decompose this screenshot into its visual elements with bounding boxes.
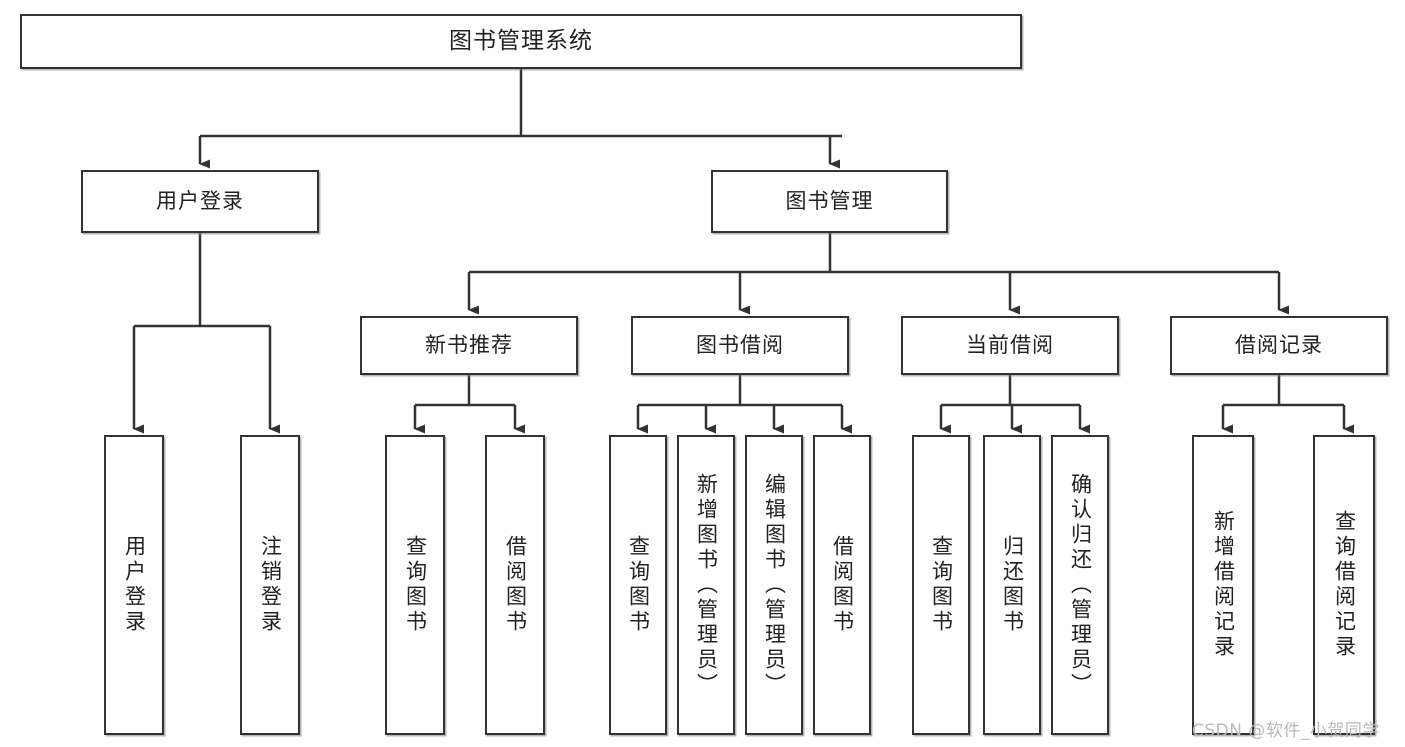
node-leaf-edit-book-admin[interactable]: 编辑图书（管理员）: [745, 435, 803, 735]
node-leaf-borrow-book-borrow-label: 借阅图书: [830, 535, 855, 635]
node-leaf-confirm-return-admin-label: 确认归还（管理员）: [1068, 472, 1093, 698]
node-borrow-record[interactable]: 借阅记录: [1170, 316, 1388, 375]
node-leaf-logout-label: 注销登录: [258, 535, 283, 635]
node-leaf-add-book-admin-label: 新增图书（管理员）: [694, 472, 719, 698]
node-leaf-logout[interactable]: 注销登录: [240, 435, 300, 735]
node-leaf-add-book-admin[interactable]: 新增图书（管理员）: [677, 435, 735, 735]
node-book-management-label: 图书管理: [785, 189, 874, 214]
node-user-login-label: 用户登录: [156, 189, 244, 214]
node-leaf-query-book-borrow-label: 查询图书: [626, 535, 651, 635]
node-leaf-return-book-label: 归还图书: [1000, 535, 1025, 635]
node-leaf-query-borrow-record-label: 查询借阅记录: [1332, 510, 1357, 660]
node-leaf-query-book-current-label: 查询图书: [929, 535, 954, 635]
node-leaf-query-book-recommend-label: 查询图书: [403, 535, 428, 635]
node-borrow-record-label: 借阅记录: [1235, 333, 1323, 358]
node-new-book-recommendation[interactable]: 新书推荐: [360, 316, 578, 375]
node-leaf-user-login-label: 用户登录: [122, 535, 147, 635]
node-leaf-add-borrow-record-label: 新增借阅记录: [1211, 510, 1236, 660]
edge-group-book-management: [467, 233, 1289, 315]
node-leaf-borrow-book-recommend-label: 借阅图书: [503, 535, 528, 635]
node-leaf-query-borrow-record[interactable]: 查询借阅记录: [1313, 435, 1375, 735]
edge-group-book-borrow: [636, 375, 852, 434]
node-book-borrow[interactable]: 图书借阅: [631, 316, 849, 375]
node-new-book-recommendation-label: 新书推荐: [425, 333, 513, 358]
node-user-login[interactable]: 用户登录: [81, 170, 319, 233]
node-current-borrow-label: 当前借阅: [966, 333, 1054, 358]
edge-group-current-borrow: [939, 375, 1090, 434]
edge-group-root: [198, 69, 842, 169]
edge-group-new-book: [413, 375, 525, 434]
node-leaf-borrow-book-borrow[interactable]: 借阅图书: [813, 435, 871, 735]
node-root[interactable]: 图书管理系统: [20, 14, 1022, 69]
node-leaf-return-book[interactable]: 归还图书: [983, 435, 1041, 735]
node-leaf-edit-book-admin-label: 编辑图书（管理员）: [762, 472, 787, 698]
node-leaf-query-book-current[interactable]: 查询图书: [912, 435, 970, 735]
node-book-borrow-label: 图书借阅: [696, 333, 784, 358]
edge-group-user-login: [132, 233, 280, 434]
node-book-management[interactable]: 图书管理: [711, 170, 948, 233]
node-leaf-borrow-book-recommend[interactable]: 借阅图书: [485, 435, 545, 735]
node-current-borrow[interactable]: 当前借阅: [901, 316, 1119, 375]
node-leaf-query-book-recommend[interactable]: 查询图书: [385, 435, 445, 735]
node-root-label: 图书管理系统: [449, 28, 593, 55]
node-leaf-query-book-borrow[interactable]: 查询图书: [609, 435, 667, 735]
node-leaf-confirm-return-admin[interactable]: 确认归还（管理员）: [1051, 435, 1109, 735]
edge-group-borrow-record: [1221, 375, 1354, 434]
node-leaf-user-login[interactable]: 用户登录: [104, 435, 164, 735]
node-leaf-add-borrow-record[interactable]: 新增借阅记录: [1192, 435, 1254, 735]
